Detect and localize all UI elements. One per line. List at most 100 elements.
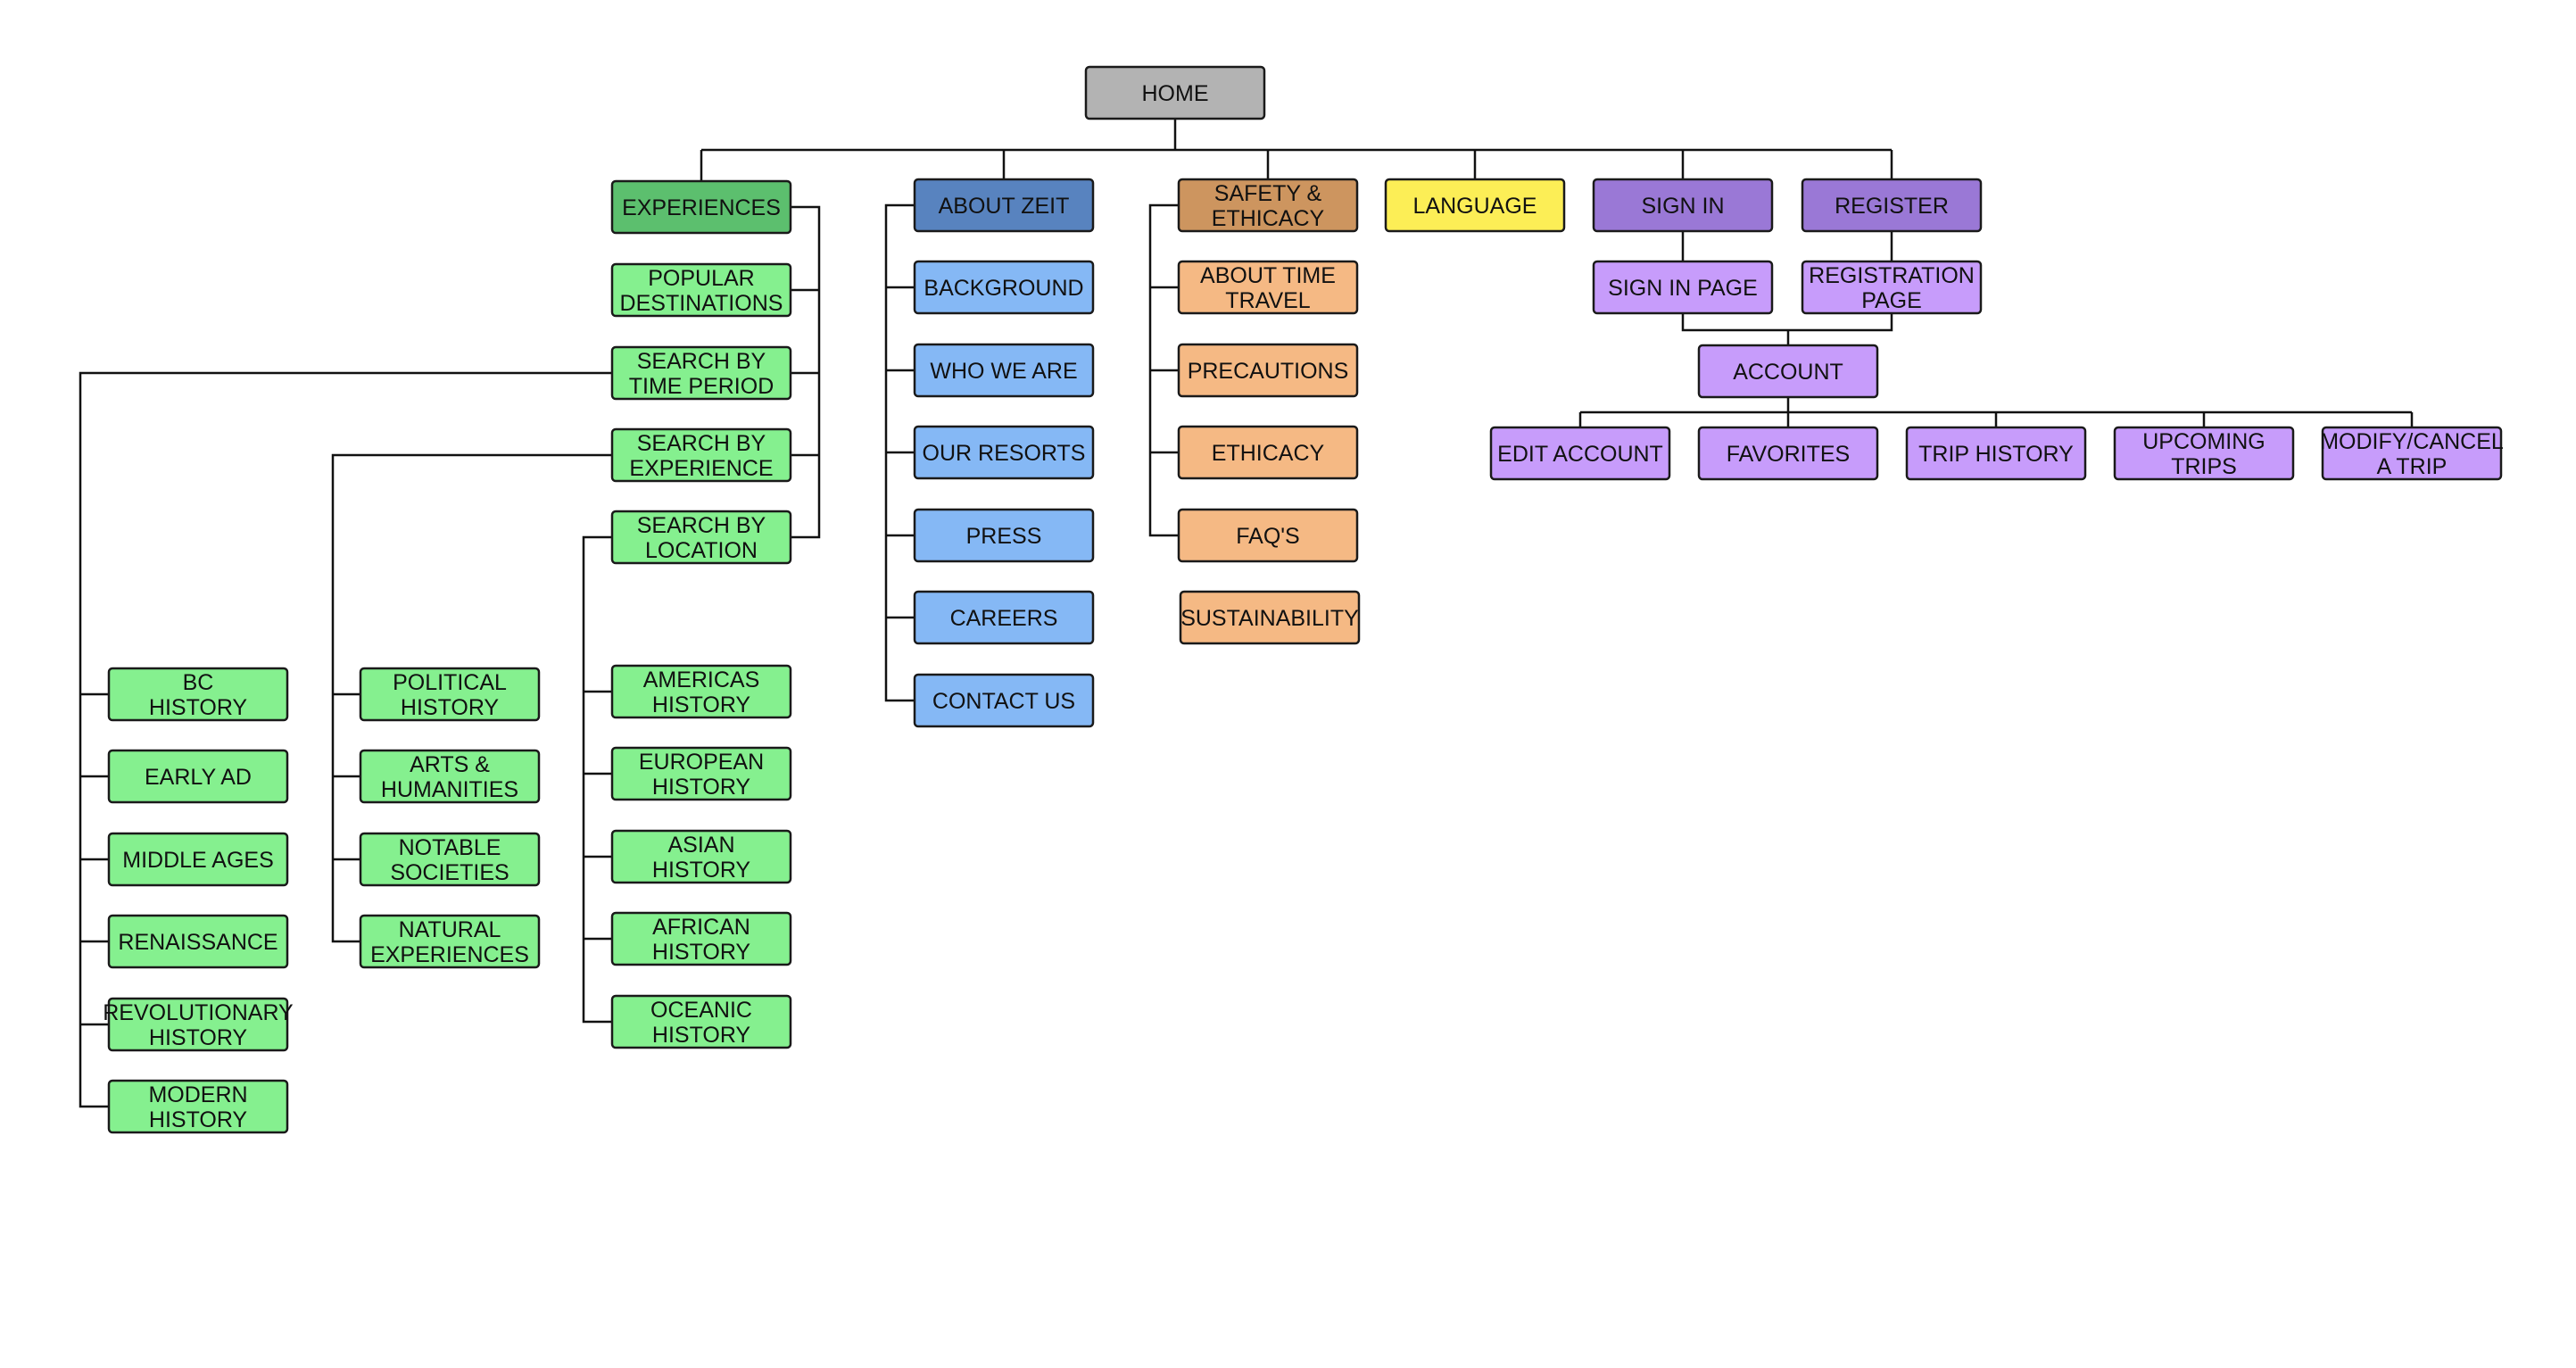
node-label: POLITICAL <box>393 670 507 695</box>
node-label: HISTORY <box>149 695 248 720</box>
node-sustainability: SUSTAINABILITY <box>1179 590 1361 645</box>
node-box <box>1179 590 1361 645</box>
node-box <box>107 667 289 722</box>
node-box <box>1177 508 1359 563</box>
node-label: TRIP HISTORY <box>1918 442 2074 467</box>
node-label: REGISTER <box>1835 194 1949 219</box>
node-box <box>913 178 1095 233</box>
node-label: SEARCH BY <box>637 349 766 374</box>
node-label: OCEANIC <box>650 998 752 1023</box>
node-ethicacy: ETHICACY <box>1177 425 1359 480</box>
node-home: HOME <box>1084 65 1266 120</box>
node-label: SUSTAINABILITY <box>1180 606 1359 631</box>
node-press: PRESS <box>913 508 1095 563</box>
node-label: WHO WE ARE <box>930 359 1077 384</box>
connector-line <box>79 371 612 1108</box>
node-middle-ages: MIDDLE AGES <box>107 832 289 887</box>
node-label: POPULAR <box>648 266 754 291</box>
connector-line <box>582 535 612 1024</box>
node-trip-history: TRIP HISTORY <box>1905 426 2087 481</box>
node-box <box>107 914 289 969</box>
node-label: ACCOUNT <box>1733 360 1843 385</box>
node-sign-in-page: SIGN IN PAGE <box>1592 260 1774 315</box>
node-label: TRIPS <box>2171 454 2237 479</box>
node-label: EARLY AD <box>145 765 252 790</box>
node-careers: CAREERS <box>913 590 1095 645</box>
node-label: SAFETY & <box>1214 181 1322 206</box>
node-label: PRECAUTIONS <box>1188 359 1349 384</box>
node-box <box>359 914 541 969</box>
node-box <box>1177 343 1359 398</box>
node-box <box>913 673 1095 728</box>
node-box <box>1177 260 1359 315</box>
node-label: SEARCH BY <box>637 513 766 538</box>
node-label: HISTORY <box>652 775 751 800</box>
node-box <box>1801 260 1983 315</box>
node-label: LOCATION <box>645 538 758 563</box>
node-box <box>610 510 792 565</box>
node-box <box>610 664 792 719</box>
node-label: SIGN IN <box>1641 194 1724 219</box>
node-label: EXPERIENCE <box>629 456 773 481</box>
node-label: MIDDLE AGES <box>122 848 274 873</box>
node-label: MODERN <box>148 1082 247 1107</box>
node-label: CAREERS <box>950 606 1058 631</box>
node-label: AFRICAN <box>652 915 750 940</box>
node-label: EDIT ACCOUNT <box>1497 442 1663 467</box>
node-label: MODIFY/CANCEL <box>2320 429 2504 454</box>
node-box <box>1801 178 1983 233</box>
node-label: SOCIETIES <box>390 860 509 885</box>
node-label: ABOUT TIME <box>1200 263 1336 288</box>
node-box <box>1177 425 1359 480</box>
node-box <box>107 1079 289 1134</box>
node-register: REGISTER <box>1801 178 1983 233</box>
node-label: BACKGROUND <box>924 276 1083 301</box>
node-renaissance: RENAISSANCE <box>107 914 289 969</box>
node-who: WHO WE ARE <box>913 343 1095 398</box>
connector-lines <box>79 119 2414 1108</box>
node-box <box>913 343 1095 398</box>
node-label: HISTORY <box>652 1023 751 1048</box>
node-box <box>610 994 792 1049</box>
node-box <box>1697 426 1879 481</box>
node-background: BACKGROUND <box>913 260 1095 315</box>
node-sign-in: SIGN IN <box>1592 178 1774 233</box>
node-label: RENAISSANCE <box>118 930 277 955</box>
node-label: PRESS <box>966 524 1042 549</box>
node-label: ETHICACY <box>1212 206 1325 231</box>
node-box <box>359 749 541 804</box>
connector-line <box>331 453 612 943</box>
node-faqs: FAQ'S <box>1177 508 1359 563</box>
node-label: UPCOMING <box>2142 429 2265 454</box>
node-label: AMERICAS <box>643 667 760 692</box>
node-box <box>1177 178 1359 233</box>
node-box <box>610 427 792 483</box>
node-label: TIME PERIOD <box>629 374 774 399</box>
node-label: HOME <box>1142 81 1209 106</box>
node-label: A TRIP <box>2377 454 2448 479</box>
node-label: EUROPEAN <box>639 750 764 775</box>
node-label: NOTABLE <box>399 835 501 860</box>
node-box <box>913 425 1095 480</box>
node-box <box>1905 426 2087 481</box>
node-label: FAVORITES <box>1727 442 1850 467</box>
node-box <box>610 911 792 966</box>
node-label: ABOUT ZEIT <box>939 194 1070 219</box>
node-layer: HOMEEXPERIENCESPOPULARDESTINATIONSSEARCH… <box>103 65 2504 1134</box>
node-box <box>1384 178 1566 233</box>
node-box <box>913 590 1095 645</box>
